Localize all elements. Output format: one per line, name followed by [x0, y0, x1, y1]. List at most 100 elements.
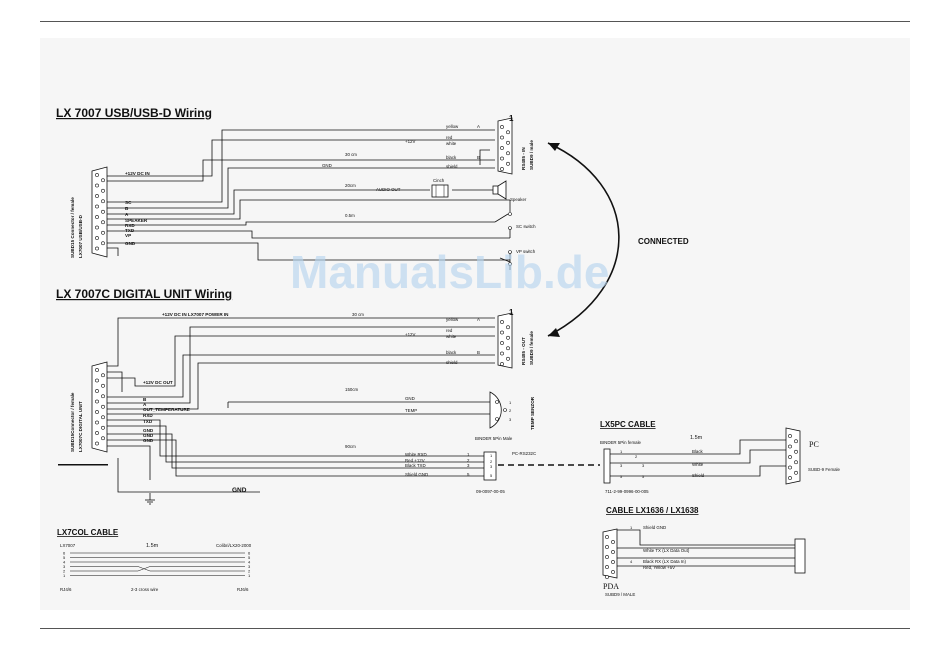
s2-wire-white: white	[446, 334, 457, 339]
section1-subd9-connector	[497, 117, 513, 175]
section1-connector-label-1: SUBD15 Connector / female	[70, 197, 75, 258]
connector-pin	[95, 399, 99, 404]
connector-pin	[101, 383, 105, 388]
lx1636-r2-text: White TX (LX Data Out)	[643, 548, 690, 553]
connector-pin	[605, 545, 609, 549]
binder-row-2-name: Red +12V	[405, 458, 425, 463]
connector-pin	[95, 378, 99, 383]
pc-label: PC	[809, 440, 819, 449]
speaker-icon	[492, 180, 507, 200]
binder-male-connector	[483, 451, 497, 481]
s2-wire-a: A	[477, 317, 480, 322]
section2-subd9-label-1: RS485 - OUT	[521, 337, 526, 365]
connected-arrow	[547, 142, 620, 337]
subd9-female-label: SUBD-9 Female	[808, 467, 841, 472]
sensor-pin-3: 3	[509, 417, 512, 422]
connector-pin	[788, 465, 792, 470]
section2-wires	[107, 317, 495, 493]
lx1636-plug	[794, 538, 806, 574]
connector-pin	[506, 140, 510, 145]
lx5pc-r1-a: 1	[620, 449, 623, 454]
connector-pin	[794, 449, 798, 454]
connector-pin	[95, 183, 99, 188]
connector-pin	[611, 540, 615, 544]
s1-pin-txd: TXD	[125, 228, 135, 233]
s2-pin-gnd2: GND	[143, 433, 154, 438]
s1-len-05: 0.5m	[345, 213, 355, 218]
connector-pin	[794, 439, 798, 444]
lx5pc-title: LX5PC CABLE	[600, 420, 656, 429]
connector-pin	[101, 188, 105, 193]
binder-pin-1: 1	[490, 453, 493, 458]
s2-len-90: 90cm	[345, 444, 356, 449]
connected-arrowhead-top	[548, 143, 560, 151]
s2-len-150: 150cm	[345, 387, 359, 392]
s1-wire-yellow: yellow	[446, 124, 459, 129]
lx7col-title: LX7COL CABLE	[57, 528, 119, 537]
temp-sensor-label: TEMP SENZOR	[530, 396, 535, 430]
lx7col-right-foot: RJ6/6	[237, 587, 249, 592]
s1-pin-b: B	[125, 206, 129, 211]
connector-pin	[788, 434, 792, 438]
s1-pin-sc: SC	[125, 200, 132, 205]
s1-len-20: 20cm	[345, 183, 356, 188]
section1-connector-label-2: LX7007 USB/USB-D	[78, 214, 83, 258]
cinch-plug	[431, 184, 449, 198]
section1-subd9-label-1: RS485 - IN	[521, 147, 526, 170]
connector-pin	[506, 151, 510, 156]
s2-wire-b: B	[477, 350, 480, 355]
section2-subd15-connector	[91, 361, 108, 453]
connector-pin	[101, 415, 105, 420]
s1-pin-rxd: RXD	[125, 223, 135, 228]
lx5pc-r2-a: 3	[620, 463, 623, 468]
lx1636-r4-text: Red, Yellow +5V	[643, 565, 675, 570]
lx7col-pin-left: 1	[63, 573, 66, 578]
connector-pin	[101, 241, 105, 246]
s1-vp-switch: VP switch	[516, 249, 536, 254]
pda-subd9-connector	[602, 528, 618, 579]
connector-pin	[500, 156, 504, 161]
connector-pin	[500, 362, 504, 366]
s1-wire-12v: +12V	[405, 139, 415, 144]
connector-pin	[506, 161, 510, 166]
connector-pin	[506, 356, 510, 361]
connector-pin	[794, 460, 798, 465]
connector-pin	[500, 351, 504, 356]
connector-pin	[605, 565, 609, 569]
s2-pin-rxd: RXD	[143, 413, 153, 418]
connector-pin	[794, 470, 798, 475]
connector-pin	[788, 444, 792, 449]
section2-subd9-connector	[497, 312, 513, 369]
connector-pin	[101, 199, 105, 204]
connector-pin	[95, 389, 99, 393]
binder-row-3-n: 3	[467, 463, 470, 468]
connector-pin	[95, 215, 99, 219]
connector-pin	[500, 320, 504, 324]
connector-pin	[101, 436, 105, 441]
section2-subd9-label-2: SUBD9 / female	[529, 331, 534, 365]
connector-pin	[506, 325, 510, 330]
bottom-rule	[40, 628, 910, 629]
connector-pin	[611, 570, 615, 574]
sensor-pin-2: 2	[509, 408, 512, 413]
s1-pin-a: A	[125, 212, 129, 217]
connector-pin	[605, 555, 609, 559]
connector-pin	[500, 125, 504, 129]
connector-pin	[605, 535, 609, 539]
lx5pc-part-no: 711-2-99-0996-00-005	[605, 489, 649, 494]
binder-row-4-n: 5	[467, 472, 470, 477]
temp-sensor	[489, 391, 507, 429]
lx7col-pin-left: 4	[63, 560, 66, 565]
connector-pin	[101, 220, 105, 225]
s2-pin-temp: OUT_TEMPERATURE	[143, 407, 190, 412]
connector-pin	[788, 476, 792, 480]
binder-pin-3: 3	[490, 464, 493, 469]
connector-pin	[500, 146, 504, 150]
s1-sc-switch: SC switch	[516, 224, 536, 229]
s2-wire-red: red	[446, 328, 453, 333]
connector-pin	[500, 135, 504, 140]
s2-wire-12v: +12V	[405, 332, 415, 337]
section1-subd15-connector	[91, 166, 108, 258]
lx1636-r1-n: 1	[630, 525, 633, 530]
